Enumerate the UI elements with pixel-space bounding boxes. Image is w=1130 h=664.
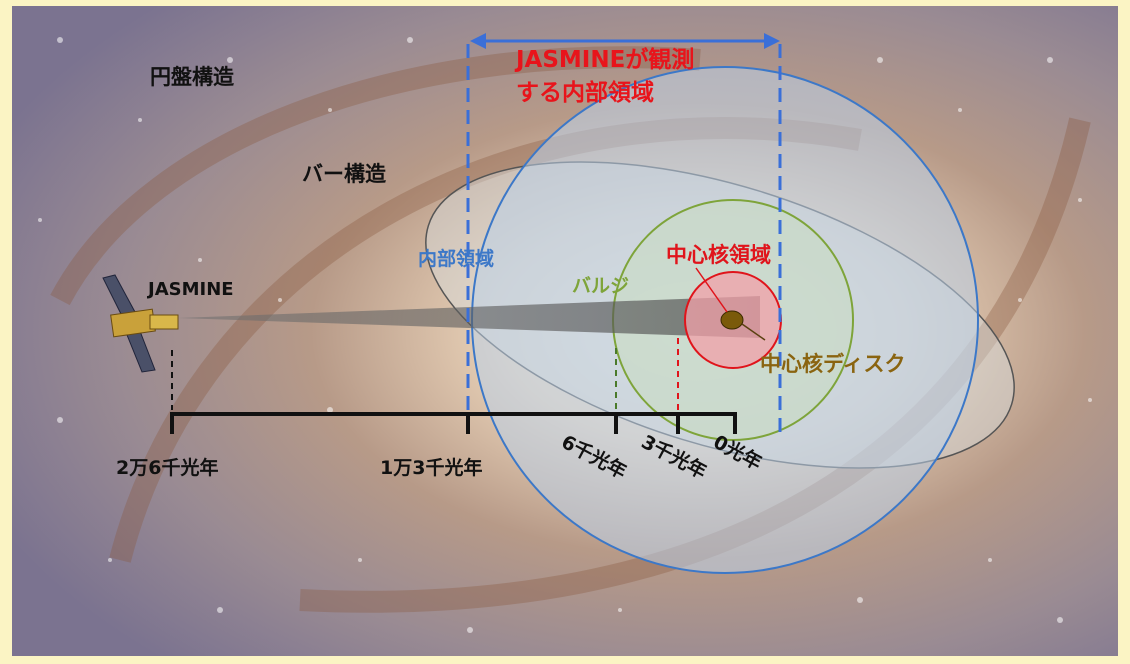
- observed-width-arrow: [470, 33, 780, 49]
- bar-structure-label: バー構造: [302, 162, 387, 186]
- nuclear-disk-dot: [720, 310, 744, 330]
- jasmine-satellite-icon: [102, 274, 179, 373]
- scale-label-13k: 1万3千光年: [380, 456, 482, 479]
- observed-region-label-line1: JASMINEが観測: [514, 46, 694, 73]
- bulge-label: バルジ: [572, 275, 629, 297]
- distance-scale-bar: [170, 412, 737, 434]
- nuclear-disk-label: 中心核ディスク: [760, 352, 906, 376]
- nuclear-region-leader: [695, 267, 728, 313]
- star-field: [38, 37, 1092, 633]
- scale-label-26k: 2万6千光年: [116, 456, 218, 479]
- nuclear-disk-leader: [741, 323, 766, 341]
- nuclear-region-label: 中心核領域: [666, 243, 771, 267]
- observed-region-label-line2: する内部領域: [516, 79, 654, 106]
- inner-region-label: 内部領域: [418, 247, 494, 270]
- satellite-label: JASMINE: [146, 279, 234, 300]
- disk-structure-label: 円盤構造: [150, 65, 235, 89]
